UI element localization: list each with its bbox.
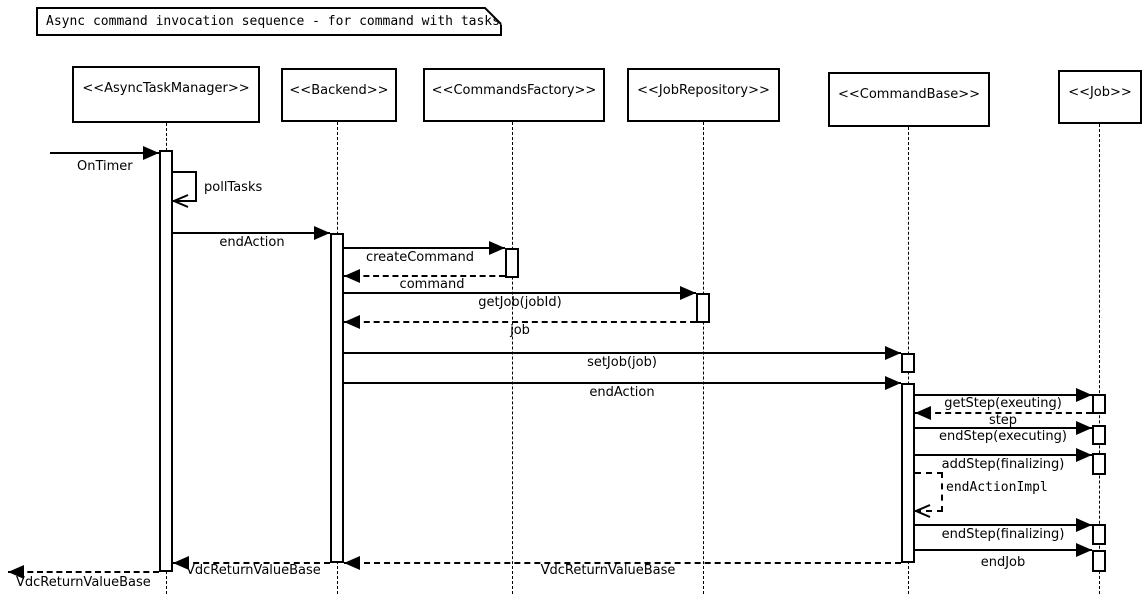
arrowhead-icon	[314, 226, 330, 240]
participant-label: <<CommandsFactory>>	[431, 83, 597, 98]
message-line-addstep	[915, 454, 1092, 456]
message-label-createcommand: createCommand	[365, 250, 475, 265]
participant-command-base: <<CommandBase>>	[828, 72, 990, 127]
message-label-endaction-1: endAction	[219, 235, 285, 250]
activation-job-addstep	[1092, 453, 1106, 475]
activation-job-endstep-finalizing	[1092, 524, 1106, 545]
note-fold-icon	[484, 7, 502, 25]
arrowhead-icon	[344, 556, 360, 570]
participant-label: <<AsyncTaskManager>>	[82, 81, 250, 96]
message-label-endstep-finalizing: endStep(finalizing)	[941, 527, 1065, 542]
activation-backend	[330, 233, 344, 563]
participant-label: <<Backend>>	[289, 83, 389, 98]
message-label-vdcreturn-2: VdcReturnValueBase	[186, 563, 321, 578]
participant-label: <<Job>>	[1068, 85, 1132, 100]
lifeline-job	[1099, 124, 1100, 594]
arrowhead-icon	[1076, 388, 1092, 402]
arrowhead-icon	[885, 346, 901, 360]
message-line-getjob	[344, 292, 696, 294]
message-line-createcommand	[344, 247, 505, 249]
message-line-endjob	[915, 549, 1092, 551]
activation-command-base-endaction	[901, 383, 915, 563]
participant-backend: <<Backend>>	[281, 68, 397, 122]
arrowhead-icon	[8, 565, 24, 579]
participant-label: <<JobRepository>>	[637, 83, 770, 98]
message-label-setjob: setJob(job)	[587, 355, 657, 370]
arrowhead-icon	[344, 269, 360, 283]
message-label-endjob: endJob	[980, 555, 1026, 570]
arrowhead-icon	[1076, 448, 1092, 462]
selfcall-polltasks	[173, 171, 197, 202]
participant-commands-factory: <<CommandsFactory>>	[423, 68, 605, 122]
arrowhead-icon	[173, 556, 189, 570]
participant-label: <<CommandBase>>	[837, 87, 981, 102]
selfcall-endactionimpl	[915, 472, 943, 512]
message-label-endactionimpl: endActionImpl	[946, 480, 1048, 495]
participant-job: <<Job>>	[1058, 70, 1142, 124]
message-line-endaction-1	[173, 232, 330, 234]
diagram-title: Async command invocation sequence - for …	[46, 14, 500, 29]
message-label-getstep: getStep(exeuting)	[944, 396, 1062, 411]
arrowhead-icon	[1076, 421, 1092, 435]
message-line-step-return	[915, 412, 1092, 414]
message-line-vdcreturn-2	[173, 562, 330, 564]
activation-job-endjob	[1092, 550, 1106, 572]
message-line-endaction-2	[344, 382, 901, 384]
activation-job-endstep-executing	[1092, 425, 1106, 445]
message-label-endaction-2: endAction	[589, 385, 655, 400]
arrowhead-icon	[915, 406, 931, 420]
activation-commands-factory	[505, 248, 519, 278]
message-line-job-return	[344, 321, 696, 323]
participant-async-task-manager: <<AsyncTaskManager>>	[72, 66, 260, 123]
message-label-ontimer: OnTimer	[77, 159, 133, 174]
message-label-command-return: command	[399, 277, 465, 292]
open-arrowhead-icon	[172, 194, 189, 208]
message-line-setjob	[344, 352, 901, 354]
message-line-ontimer	[50, 152, 159, 154]
message-line-command-return	[344, 275, 505, 277]
message-label-polltasks: pollTasks	[204, 180, 263, 195]
lifeline-commands-factory	[512, 122, 513, 594]
arrowhead-icon	[1076, 543, 1092, 557]
message-label-endstep-executing: endStep(executing)	[939, 429, 1067, 444]
participant-job-repository: <<JobRepository>>	[627, 68, 780, 122]
arrowhead-icon	[344, 315, 360, 329]
diagram-title-note: Async command invocation sequence - for …	[36, 7, 502, 36]
message-line-endstep-finalizing	[915, 524, 1092, 526]
activation-job-repository	[696, 293, 710, 323]
message-line-vdcreturn-3	[8, 571, 159, 573]
message-line-getstep	[915, 394, 1092, 396]
message-line-endstep-executing	[915, 427, 1092, 429]
arrowhead-icon	[1076, 518, 1092, 532]
activation-command-base-setjob	[901, 353, 915, 373]
activation-job-getstep	[1092, 394, 1106, 414]
message-label-vdcreturn-1: VdcReturnValueBase	[540, 563, 676, 578]
message-label-vdcreturn-3: VdcReturnValueBase	[16, 575, 151, 590]
open-arrowhead-icon	[914, 504, 931, 518]
arrowhead-icon	[489, 241, 505, 255]
message-label-job-return: job	[510, 323, 530, 338]
lifeline-job-repository	[703, 122, 704, 594]
message-label-step-return: step	[988, 413, 1018, 428]
arrowhead-icon	[680, 286, 696, 300]
arrowhead-icon	[143, 146, 159, 160]
message-label-getjob: getJob(jobId)	[478, 295, 562, 310]
activation-async-task-manager	[159, 150, 173, 572]
message-label-addstep: addStep(finalizing)	[941, 457, 1065, 472]
message-line-vdcreturn-1	[344, 562, 901, 564]
arrowhead-icon	[885, 376, 901, 390]
